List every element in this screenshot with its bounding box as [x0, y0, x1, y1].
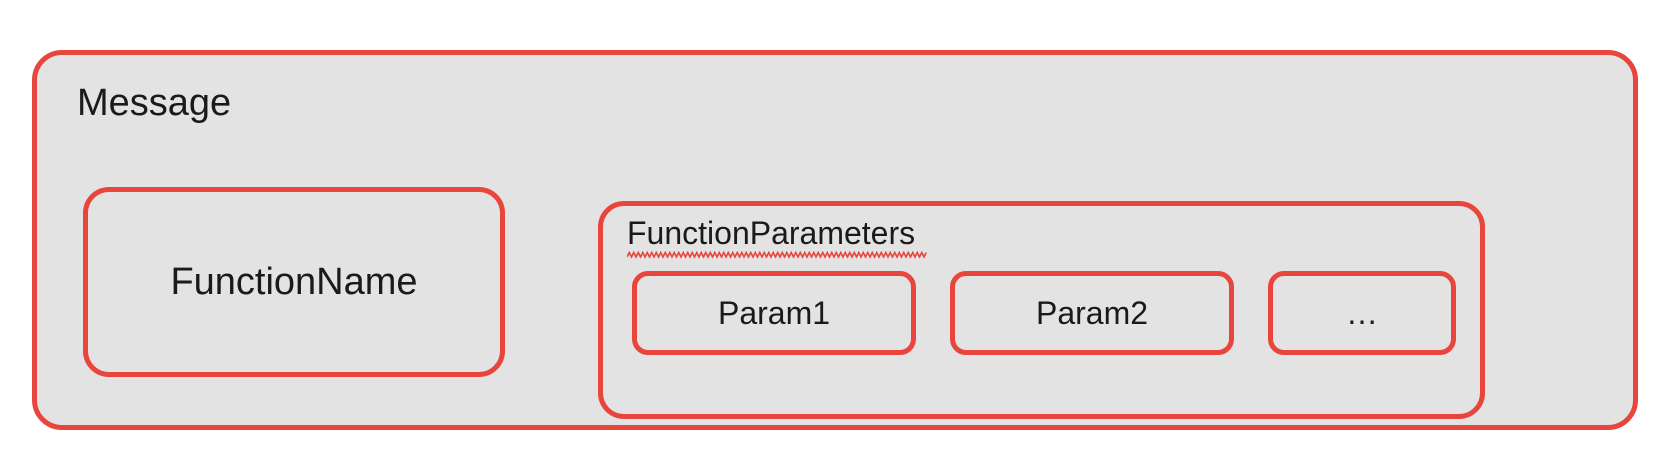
- message-container: Message FunctionName FunctionParameters …: [32, 50, 1638, 430]
- function-parameters-box: FunctionParameters Param1 Param2 …: [598, 201, 1485, 419]
- function-parameters-title: FunctionParameters: [627, 215, 916, 251]
- function-name-label: FunctionName: [170, 261, 418, 303]
- function-parameters-title-group: FunctionParameters: [627, 214, 927, 259]
- parameter-chip-row: Param1 Param2 …: [632, 270, 1460, 356]
- param-chip-1: Param1: [632, 271, 916, 355]
- spellcheck-squiggle-icon: [627, 251, 927, 259]
- param-chip-ellipsis: …: [1268, 271, 1456, 355]
- function-name-box: FunctionName: [83, 187, 505, 377]
- param-chip-2: Param2: [950, 271, 1234, 355]
- param-chip-2-label: Param2: [1035, 295, 1149, 331]
- param-chip-1-label: Param1: [717, 295, 831, 331]
- message-title: Message: [77, 82, 232, 124]
- param-chip-ellipsis-label: …: [1346, 295, 1378, 331]
